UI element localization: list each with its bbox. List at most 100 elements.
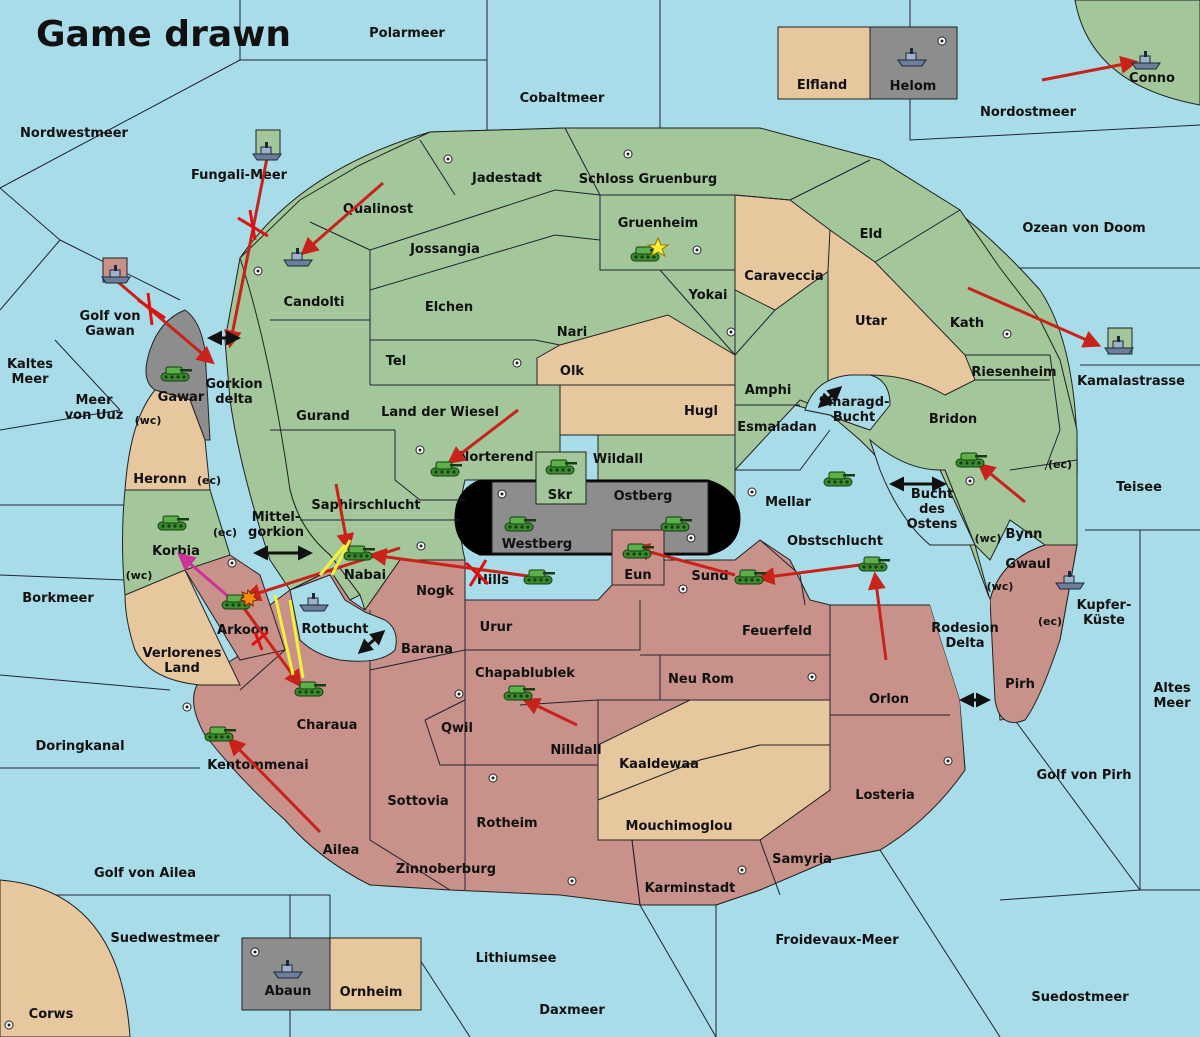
supply-center-dot-icon	[182, 702, 192, 712]
province-borders	[239, 127, 1078, 906]
label-line: Verlorenes	[142, 646, 221, 661]
label-nari: Nari	[557, 325, 588, 340]
label-saphirschlucht: Saphirschlucht	[311, 498, 420, 513]
sea-label-suedostmeer: Suedostmeer	[1031, 990, 1129, 1005]
label-gwaul: Gwaul	[1005, 557, 1050, 572]
red-region-pirh	[989, 544, 1078, 723]
label-line: Kaltes	[7, 357, 53, 372]
sea-label-golf-von-pirh: Golf von Pirh	[1036, 768, 1131, 783]
label-kentommenai: Kentommenai	[207, 758, 308, 773]
label-olk: Olk	[560, 364, 585, 379]
sea-label-golf-von-ailea: Golf von Ailea	[94, 866, 196, 881]
supply-center-dot-icon	[943, 756, 953, 766]
label-gawar: Gawar	[158, 390, 205, 405]
label-gruenheim: Gruenheim	[618, 216, 698, 231]
label-rotheim: Rotheim	[476, 816, 537, 831]
tank-icon	[523, 569, 556, 585]
connectors	[207, 330, 991, 708]
label-losteria: Losteria	[855, 788, 915, 803]
coast-tag-bynn-wc: (wc)	[975, 532, 1002, 545]
supply-center-dot-icon	[737, 865, 747, 875]
supply-center-dot-icon	[678, 584, 688, 594]
label-abaun: Abaun	[265, 984, 312, 999]
supply-center-dot-icon	[965, 476, 975, 486]
province-labels: Jadestadt Schloss Gruenburg Qualinost Jo…	[133, 171, 1056, 896]
label-ailea: Ailea	[323, 843, 360, 858]
label-chapablublek: Chapablublek	[475, 666, 575, 681]
label-nilldall: Nilldall	[550, 743, 601, 758]
label-eld: Eld	[860, 227, 883, 242]
supply-center-dot-icon	[497, 489, 507, 499]
supply-center-dot-icon	[416, 541, 426, 551]
province-skr-shape[interactable]	[535, 451, 587, 505]
label-orlon: Orlon	[869, 692, 909, 707]
label-utar: Utar	[855, 314, 888, 329]
sea-label-froidevaux-meer: Froidevaux-Meer	[775, 933, 899, 948]
sea-label-teisee: Teisee	[1116, 480, 1162, 495]
supply-center-dot-icon	[686, 533, 696, 543]
label-norterend: Norterend	[458, 450, 533, 465]
label-line: Land	[164, 661, 200, 676]
island-ornheim-shape[interactable]	[329, 937, 422, 1011]
sea-label-nordwestmeer: Nordwestmeer	[20, 126, 128, 141]
province-heronn-shape[interactable]	[124, 389, 211, 491]
tank-icon	[160, 366, 193, 382]
label-kaaldewaa: Kaaldewaa	[619, 757, 699, 772]
sea-labels: Polarmeer Cobaltmeer Nordwestmeer Nordos…	[7, 26, 1191, 1022]
sea-rodesion-channel	[920, 480, 990, 760]
label-bynn: Bynn	[1006, 527, 1043, 542]
coast-tag-gawar-wc: (wc)	[135, 414, 162, 427]
island-corws-shape[interactable]	[0, 879, 131, 1037]
label-line: Kupfer-	[1077, 598, 1132, 613]
label-amphi: Amphi	[745, 383, 792, 398]
supply-center-dot-icon	[623, 149, 633, 159]
supply-center-dot-icon	[415, 445, 425, 455]
supply-center-dot-icon	[454, 689, 464, 699]
label-ornheim: Ornheim	[340, 985, 403, 1000]
failed-orders	[137, 209, 490, 651]
tank-icon	[858, 556, 891, 572]
island-elfland-shape[interactable]	[777, 26, 871, 100]
label-gurand: Gurand	[296, 409, 350, 424]
x-cross-icon	[137, 292, 166, 326]
label-elchen: Elchen	[425, 300, 473, 315]
label-line: von Uuz	[65, 408, 124, 423]
supply-center-dot-icon	[1002, 329, 1012, 339]
label-esmaladan: Esmaladan	[737, 420, 817, 435]
label-line: Meer	[1154, 696, 1192, 711]
supply-center-dot-icon	[747, 487, 757, 497]
label-eun: Eun	[624, 568, 651, 583]
coast-tag-korbia-wc: (wc)	[126, 569, 153, 582]
label-line: Gorkion	[205, 377, 262, 392]
label-land-der-wiesel: Land der Wiesel	[381, 405, 499, 420]
x-cross-icon	[251, 630, 269, 651]
label-obstschlucht: Obstschlucht	[787, 534, 883, 549]
sea-label-daxmeer: Daxmeer	[539, 1003, 605, 1018]
label-sund: Sund	[691, 569, 728, 584]
sea-label-fungali-meer: Fungali-Meer	[191, 168, 288, 183]
supply-center-dot-icon	[567, 876, 577, 886]
star-icon	[646, 236, 670, 258]
label-korbia: Korbia	[152, 544, 200, 559]
label-line: Ostens	[907, 517, 958, 532]
label-karminstadt: Karminstadt	[645, 881, 736, 896]
sea-label-nordostmeer: Nordostmeer	[980, 105, 1077, 120]
label-nogk: Nogk	[416, 584, 454, 599]
sea-label-cobaltmeer: Cobaltmeer	[520, 91, 605, 106]
label-line: des	[919, 502, 945, 517]
label-hills: Hills	[477, 573, 509, 588]
supply-center-dot-icon	[807, 672, 817, 682]
label-urur: Urur	[480, 620, 513, 635]
tank-icon	[734, 569, 767, 585]
label-line: Küste	[1083, 613, 1125, 628]
province-verlorenes-land-shape[interactable]	[124, 569, 241, 686]
label-heronn: Heronn	[133, 472, 187, 487]
label-line: Altes	[1153, 681, 1191, 696]
coast-tag-korbia-ec: (ec)	[213, 526, 237, 539]
label-line: delta	[215, 392, 253, 407]
tank-icon	[955, 452, 988, 468]
